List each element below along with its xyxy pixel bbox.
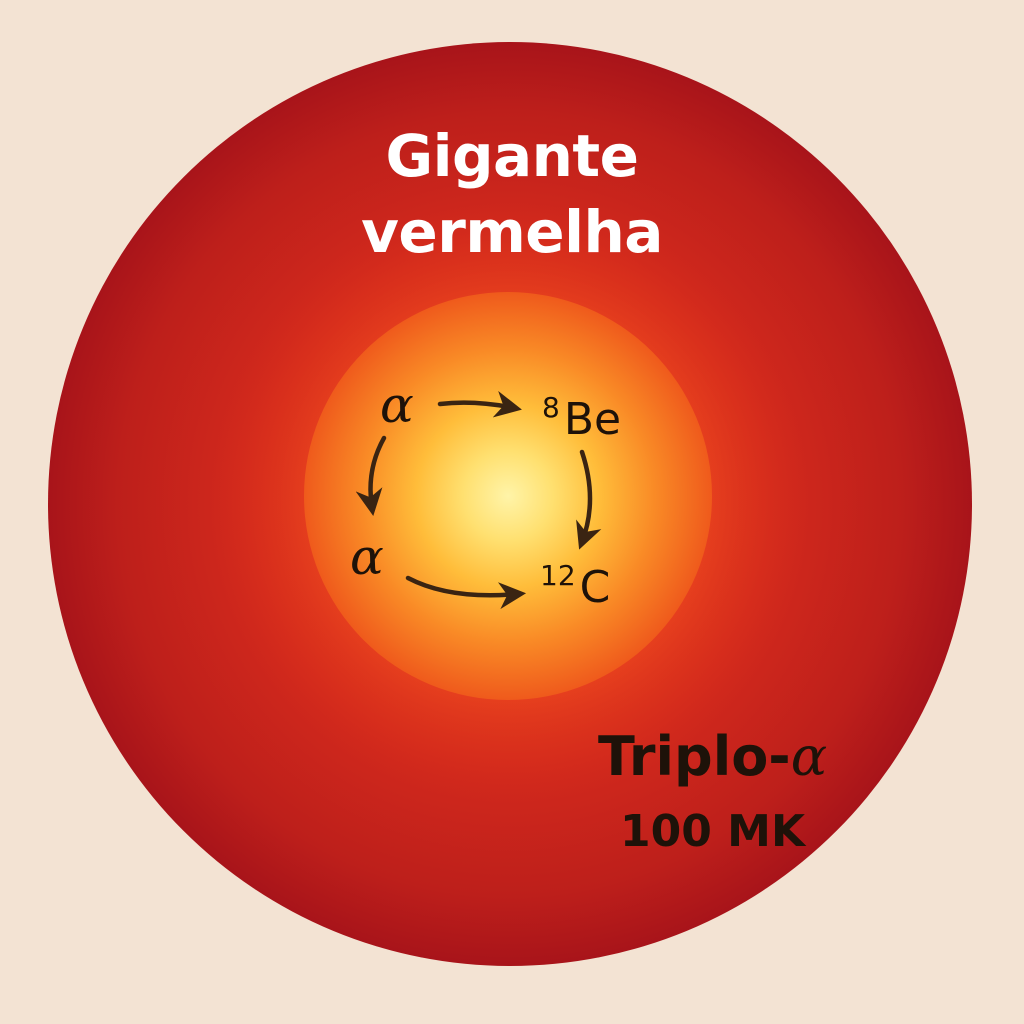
c12-mass-number: 12 xyxy=(540,559,576,592)
process-name-greek: α xyxy=(790,725,828,788)
process-name: Triplo-α xyxy=(598,730,827,784)
core-temperature: 100 MK xyxy=(620,806,806,857)
arrow-be8-to-c12 xyxy=(576,449,602,550)
helium-core xyxy=(304,292,712,700)
be8-symbol: Be xyxy=(563,394,622,445)
arrow-alpha-to-c12 xyxy=(405,575,527,610)
arrow-alpha-to-be8 xyxy=(437,390,522,418)
c12-symbol: C xyxy=(579,562,611,613)
alpha-particle-left: α xyxy=(350,528,384,586)
beryllium-8-label: 8Be xyxy=(542,394,621,442)
process-name-prefix: Triplo- xyxy=(598,725,791,788)
alpha-particle-top: α xyxy=(380,376,414,434)
be8-mass-number: 8 xyxy=(542,391,560,424)
carbon-12-label: 12C xyxy=(540,562,610,610)
arrow-alpha-down xyxy=(355,435,387,517)
title-line-2: vermelha xyxy=(361,198,663,266)
title-line-1: Gigante xyxy=(385,122,640,190)
